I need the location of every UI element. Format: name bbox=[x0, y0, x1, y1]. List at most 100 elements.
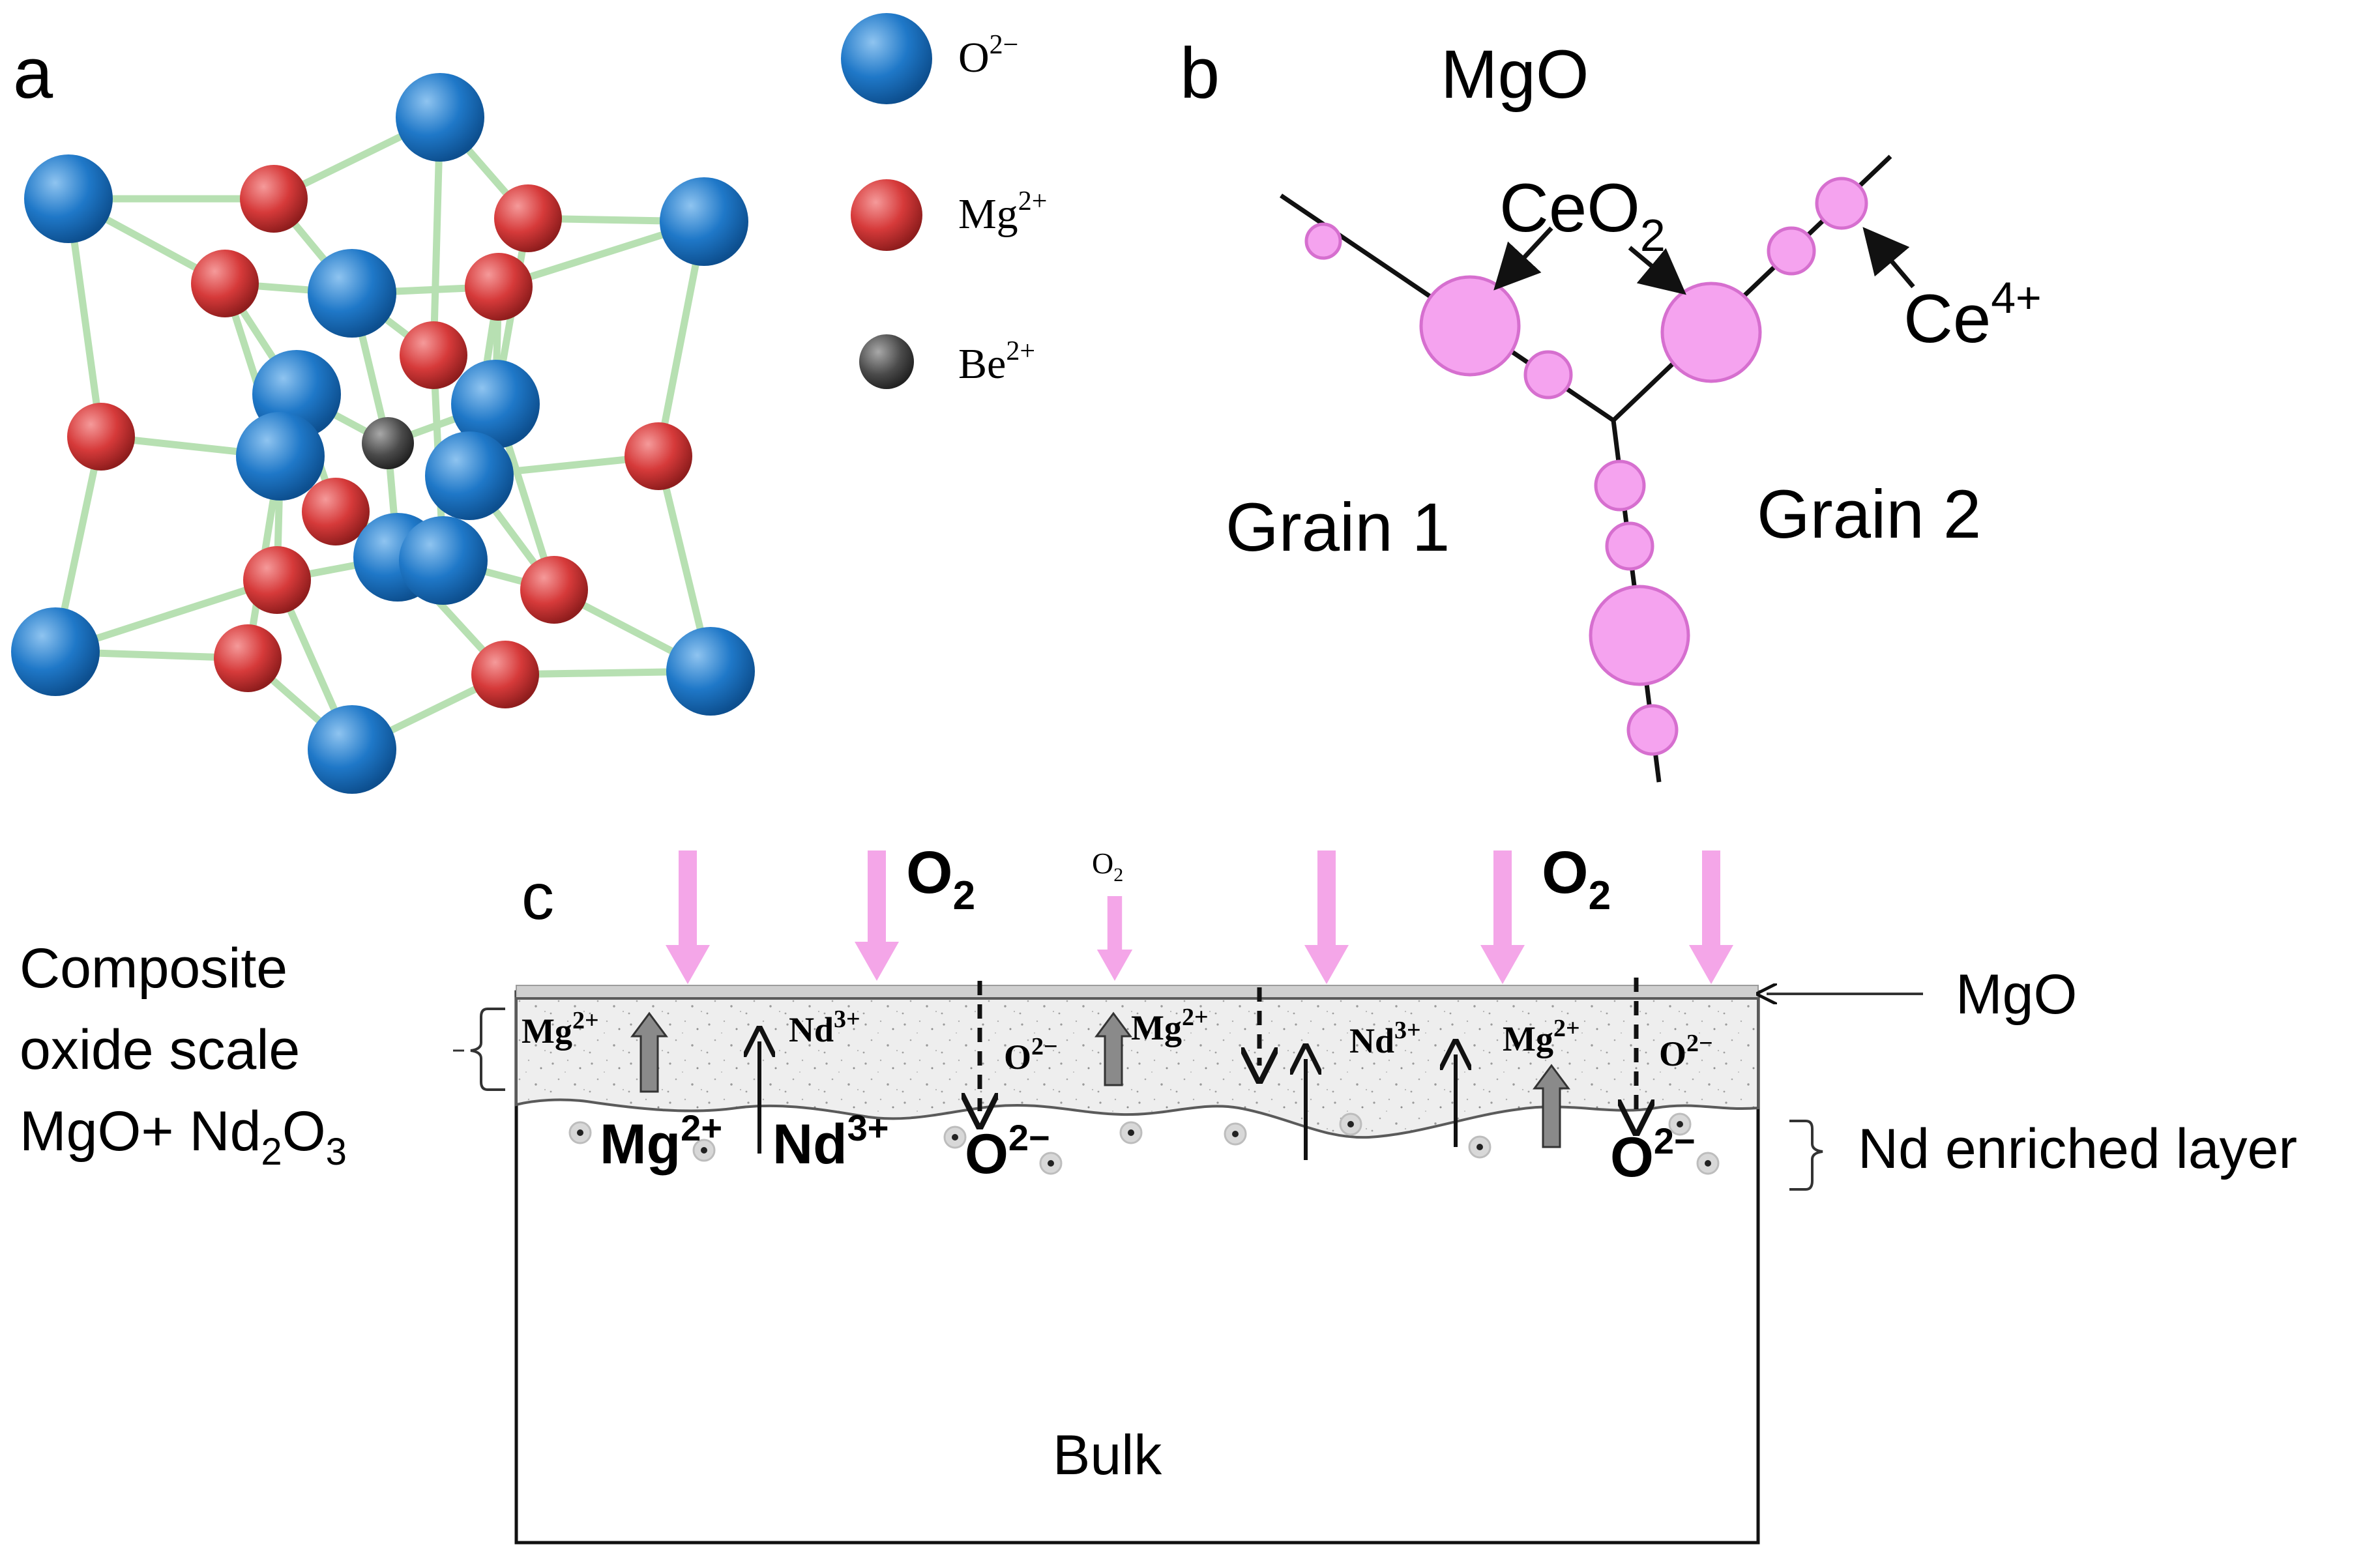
nd-dot-core bbox=[577, 1129, 583, 1136]
o2-arrow bbox=[1304, 850, 1349, 984]
composite-line-2: oxide scale bbox=[20, 1019, 300, 1081]
magnesium-atom bbox=[465, 253, 533, 321]
legend-beryllium-swatch bbox=[859, 334, 914, 389]
magnesium-atom bbox=[191, 250, 259, 317]
o2-arrow bbox=[1096, 896, 1133, 981]
magnesium-atom bbox=[400, 321, 467, 389]
oxygen-atom bbox=[666, 627, 755, 716]
grey-arrow bbox=[1533, 1064, 1570, 1148]
oxygen-atom bbox=[308, 705, 396, 794]
panel-c-label: c bbox=[522, 860, 554, 933]
o2-label-2: O2 bbox=[1542, 839, 1611, 918]
nd-dot-core bbox=[1677, 1121, 1683, 1127]
mgo-label: MgO bbox=[1956, 963, 2077, 1026]
oxygen-arrows bbox=[666, 850, 1733, 984]
grey-arrow bbox=[630, 1011, 668, 1093]
nd-dot-core bbox=[1128, 1129, 1134, 1136]
oxygen-atom bbox=[425, 431, 514, 520]
grey-arrow bbox=[1095, 1011, 1132, 1086]
oxygen-dashed-arrows bbox=[980, 978, 1636, 1118]
panel-b: b MgO CeO2 bbox=[1180, 33, 2042, 783]
oxygen-atom bbox=[399, 516, 488, 605]
particle bbox=[1605, 521, 1654, 571]
magnesium-atom bbox=[494, 184, 562, 252]
annotation-arrows bbox=[1493, 226, 1915, 295]
panel-b-label: b bbox=[1180, 33, 1220, 113]
composite-formula: MgO+ Nd2O3 bbox=[20, 1100, 347, 1173]
nd-dot-core bbox=[1705, 1160, 1711, 1167]
o2-label-small: O2 bbox=[1092, 847, 1123, 886]
grain-2-label: Grain 2 bbox=[1757, 476, 1981, 553]
o2-label-1: O2 bbox=[906, 839, 975, 918]
particle-large bbox=[1419, 275, 1521, 377]
particle bbox=[1304, 222, 1342, 260]
crystal-structure bbox=[11, 73, 755, 794]
composite-line-1: Composite bbox=[20, 937, 287, 1000]
black-up-arrows bbox=[759, 1041, 1456, 1160]
particle bbox=[1523, 350, 1573, 400]
atom-legend: O2− Mg2+ Be2+ bbox=[841, 13, 1047, 389]
magnesium-atom bbox=[240, 165, 308, 233]
magnesium-atom bbox=[471, 641, 539, 708]
big-ion-o-2: O2− bbox=[1610, 1120, 1696, 1189]
magnesium-atom bbox=[624, 422, 692, 490]
nd-dot-core bbox=[1476, 1144, 1483, 1150]
legend-magnesium-swatch bbox=[851, 179, 922, 251]
legend-oxygen-label: O2− bbox=[958, 30, 1018, 81]
magnesium-atom bbox=[520, 556, 588, 624]
particle bbox=[1626, 704, 1679, 756]
particle-large bbox=[1660, 282, 1762, 383]
particle bbox=[1767, 226, 1816, 276]
o2-arrow bbox=[1689, 850, 1733, 984]
scale-brace-left bbox=[470, 1008, 505, 1091]
scale-ion-nd-1: Nd3+ bbox=[789, 1006, 860, 1049]
scale-ion-mg-2: Mg2+ bbox=[1131, 1004, 1209, 1047]
big-ion-nd: Nd3+ bbox=[772, 1107, 889, 1176]
oxygen-atom bbox=[451, 360, 540, 448]
grey-cation-arrows bbox=[630, 1011, 1570, 1148]
panel-a-label: a bbox=[13, 33, 53, 113]
o2-arrow bbox=[666, 850, 710, 984]
ce4-label: Ce4+ bbox=[1903, 273, 2042, 357]
composite-label: Composite oxide scale MgO+ Nd2O3 bbox=[20, 937, 347, 1173]
ceo2-particles bbox=[1304, 177, 1868, 756]
crystal-atoms bbox=[11, 73, 755, 794]
scale-ion-mg-1: Mg2+ bbox=[522, 1007, 599, 1051]
bulk-label: Bulk bbox=[1053, 1424, 1162, 1487]
nd-layer-brace bbox=[1789, 1120, 1823, 1191]
nd-dot-core bbox=[952, 1134, 958, 1141]
nd-enriched-dots bbox=[568, 1112, 1720, 1175]
beryllium-atom bbox=[362, 417, 414, 469]
grain-1-label: Grain 1 bbox=[1226, 489, 1450, 566]
panel-c: c O2 O2 O2 bbox=[20, 839, 2297, 1545]
big-ion-mg: Mg2+ bbox=[600, 1107, 722, 1176]
legend-magnesium-label: Mg2+ bbox=[958, 186, 1047, 238]
big-ion-o-1: O2− bbox=[965, 1117, 1050, 1185]
oxygen-atom bbox=[308, 249, 396, 338]
panel-b-title: MgO bbox=[1441, 36, 1589, 113]
nd-layer-label: Nd enriched layer bbox=[1858, 1118, 2297, 1180]
scale-ion-o-1: O2− bbox=[1004, 1033, 1058, 1077]
legend-oxygen-swatch bbox=[841, 13, 932, 104]
scale-ion-nd-2: Nd3+ bbox=[1349, 1017, 1421, 1060]
oxygen-atom bbox=[11, 607, 100, 696]
o2-arrow bbox=[855, 850, 899, 981]
particle bbox=[1594, 459, 1646, 512]
oxygen-atom bbox=[24, 154, 113, 243]
ceo2-label: CeO2 bbox=[1499, 170, 1666, 261]
magnesium-atom bbox=[67, 403, 135, 471]
nd-dot-core bbox=[1232, 1131, 1239, 1137]
legend-beryllium-label: Be2+ bbox=[958, 336, 1035, 388]
o2-arrow bbox=[1480, 850, 1525, 984]
nd-dot-core bbox=[1347, 1121, 1354, 1127]
composite-scale-layer bbox=[515, 997, 1759, 1139]
panel-a: a O2− Mg2+ Be2+ bbox=[11, 13, 1047, 794]
oxygen-atom bbox=[396, 73, 484, 162]
magnesium-atom bbox=[243, 546, 311, 614]
nd-dot-core bbox=[1048, 1160, 1054, 1167]
particle-large bbox=[1589, 585, 1690, 686]
scale-ion-o-2: O2− bbox=[1659, 1030, 1713, 1073]
nd-dot-core bbox=[701, 1147, 707, 1154]
oxygen-atom bbox=[660, 177, 748, 266]
